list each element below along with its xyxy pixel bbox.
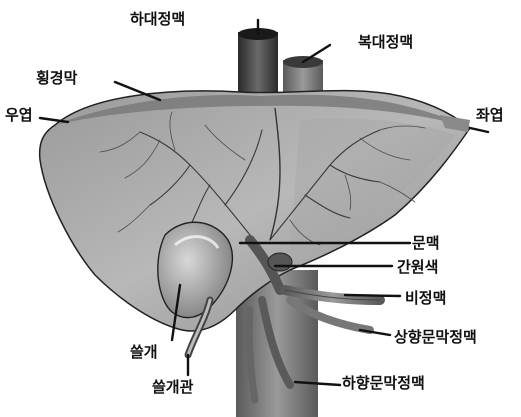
label-inferior-mesenteric: 하향문막정맥 — [342, 374, 425, 392]
label-hepatic-vein: 복대정맥 — [358, 33, 413, 51]
label-gallbladder: 쓸개 — [130, 343, 158, 361]
label-portal-vein: 문맥 — [412, 234, 440, 252]
label-right-lobe: 우엽 — [5, 106, 33, 124]
label-diaphragm: 횡경막 — [36, 69, 78, 87]
ivc-upper-vessel — [238, 28, 278, 102]
label-left-lobe: 좌엽 — [476, 106, 504, 124]
label-superior-mesenteric: 상향문막정맥 — [394, 328, 477, 346]
label-round-ligament: 간원색 — [397, 258, 438, 276]
label-bile-duct: 쓸개관 — [152, 378, 194, 396]
label-ivc: 하대정맥 — [130, 10, 185, 28]
label-splenic-vein: 비정맥 — [405, 289, 446, 307]
